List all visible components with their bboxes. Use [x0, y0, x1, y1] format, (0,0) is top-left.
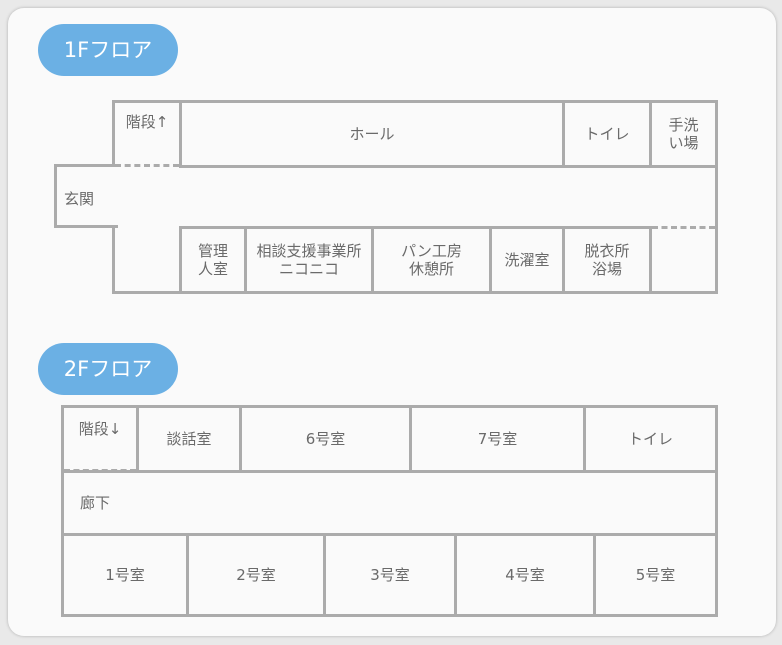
manager-room: 管理 人室: [179, 226, 247, 294]
room-3: 3号室: [323, 533, 457, 617]
bath-dashed-edge: [652, 226, 715, 229]
entrance-label: 玄関: [64, 190, 95, 208]
bath-extension: [649, 226, 718, 294]
corridor: 廊下: [61, 470, 718, 536]
room-1: 1号室: [61, 533, 189, 617]
floor2-stairs: 階段↓: [61, 405, 139, 471]
entrance-area: [54, 164, 118, 228]
floor2-title: 2Fフロア: [38, 343, 178, 395]
floor1-toilet: トイレ: [562, 100, 652, 168]
washroom: 手洗 い場: [649, 100, 718, 168]
room-5: 5号室: [593, 533, 718, 617]
hall: ホール: [179, 100, 565, 168]
floor1-title: 1Fフロア: [38, 24, 178, 76]
room-4: 4号室: [454, 533, 596, 617]
room-7: 7号室: [409, 405, 586, 473]
floor1-stairs: 階段↑: [112, 100, 182, 166]
bakery-rest: パン工房 休憩所: [371, 226, 492, 294]
floor2-toilet: トイレ: [583, 405, 718, 473]
room-6: 6号室: [239, 405, 412, 473]
dressing-bath: 脱衣所 浴場: [562, 226, 652, 294]
talk-room: 談話室: [136, 405, 242, 473]
room-2: 2号室: [186, 533, 326, 617]
consult-office: 相談支援事業所 ニコニコ: [244, 226, 374, 294]
laundry-room: 洗濯室: [489, 226, 565, 294]
stairs-dashed-edge: [115, 164, 179, 167]
